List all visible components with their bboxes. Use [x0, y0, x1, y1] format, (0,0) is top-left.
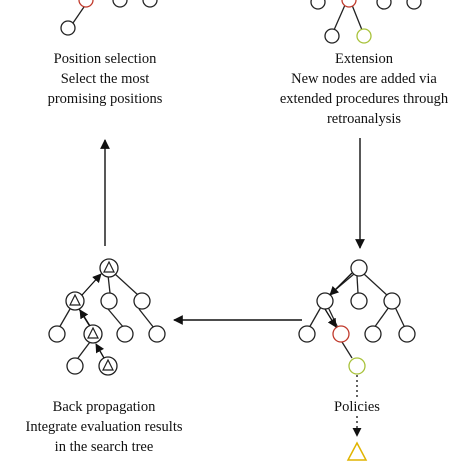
position-selection-line-2: promising positions [47, 91, 163, 107]
tree-node [310, 0, 326, 10]
selected-node [341, 0, 357, 8]
backprop-arrows [79, 273, 105, 359]
tree-node [398, 325, 416, 343]
tree-node [142, 0, 158, 8]
new-node [356, 28, 372, 44]
selected-node [78, 0, 94, 8]
extension-tree [298, 259, 416, 375]
policies-label: Policies [307, 397, 407, 417]
tree-node [383, 292, 401, 310]
backprop-tree [48, 258, 166, 376]
tree-node [376, 0, 392, 10]
back-propagation-label: Back propagation Integrate evaluation re… [2, 397, 206, 457]
selection-arrow [329, 272, 353, 296]
triangle-icon [103, 260, 115, 273]
tree-node [298, 325, 316, 343]
selection-tree-fragment [60, 0, 158, 36]
triangle-icon [69, 293, 81, 306]
extension-label: Extension New nodes are added via extend… [254, 49, 474, 129]
evaluation-triangle-icons [69, 260, 115, 371]
tree-node [324, 28, 340, 44]
tree-node [148, 325, 166, 343]
policies-title: Policies [334, 399, 380, 415]
tree-node [116, 325, 134, 343]
new-node [348, 357, 366, 375]
triangle-icon [87, 326, 99, 339]
tree-node [364, 325, 382, 343]
extension-title: Extension [335, 51, 393, 67]
policy-triangle-icon [346, 441, 368, 461]
tree-node [350, 292, 368, 310]
back-propagation-title: Back propagation [52, 399, 156, 415]
position-selection-label: Position selection Select the most promi… [4, 49, 206, 109]
tree-node [133, 292, 151, 310]
tree-node [406, 0, 422, 10]
selected-node [332, 325, 350, 343]
tree-node [350, 259, 368, 277]
tree-node [100, 292, 118, 310]
extension-tree-fragment [310, 0, 422, 44]
back-propagation-line-2: in the search tree [54, 439, 154, 455]
extension-line-3: retroanalysis [326, 111, 402, 127]
tree-node [48, 325, 66, 343]
back-propagation-line-1: Integrate evaluation results [25, 419, 183, 435]
position-selection-line-1: Select the most [60, 71, 150, 87]
selection-arrow [324, 308, 337, 328]
triangle-icon [102, 358, 114, 371]
tree-node [60, 20, 76, 36]
tree-node [66, 357, 84, 375]
extension-line-2: extended procedures through [279, 91, 449, 107]
position-selection-title: Position selection [53, 51, 157, 67]
tree-node [112, 0, 128, 8]
tree-node [316, 292, 334, 310]
extension-line-1: New nodes are added via [291, 71, 437, 87]
